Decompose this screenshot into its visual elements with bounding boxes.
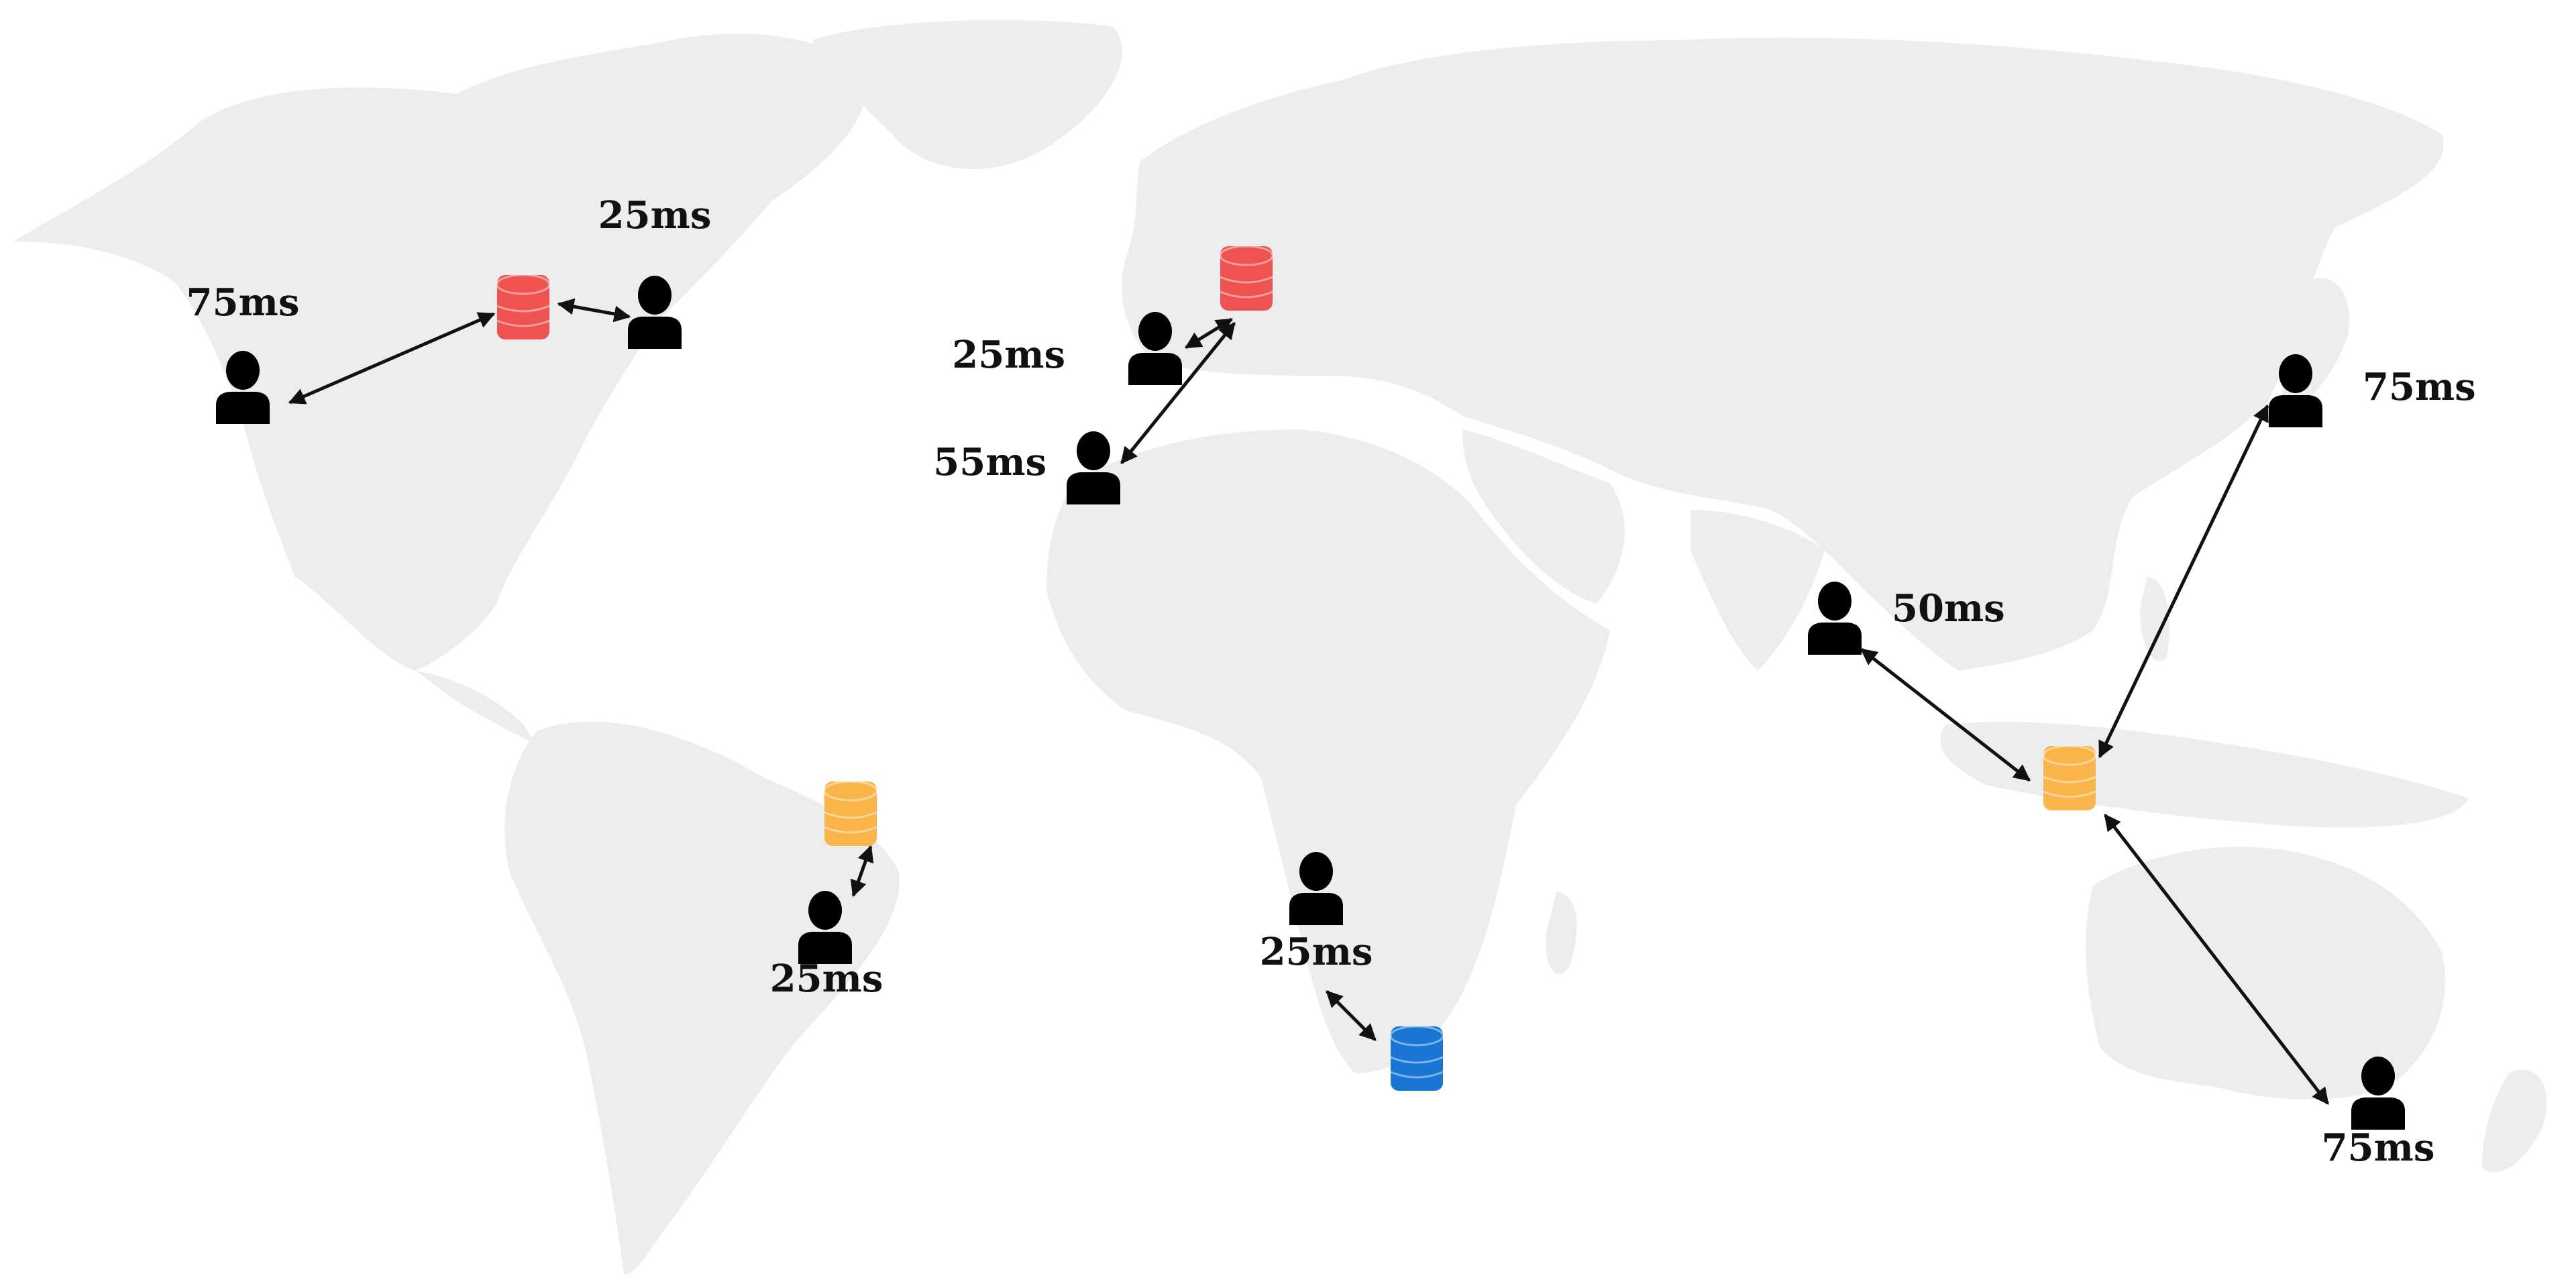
servers xyxy=(496,245,2097,1091)
central-america-landmass xyxy=(416,671,537,745)
latency-arrow-north-africa xyxy=(1120,322,1236,464)
madagascar-landmass xyxy=(1546,892,1577,974)
latency-label-japan: 75ms xyxy=(2363,365,2476,409)
latency-label-us-west: 75ms xyxy=(186,280,300,325)
user-icon-australia xyxy=(2351,1057,2405,1130)
north-america-landmass xyxy=(13,34,866,672)
latency-label-australia: 75ms xyxy=(2322,1126,2435,1170)
arabia-landmass xyxy=(1462,429,1625,604)
latency-arrow-brazil xyxy=(850,845,874,898)
india-landmass xyxy=(1690,510,1825,671)
africa-landmass xyxy=(1046,429,1610,1073)
user-icon-southern-africa xyxy=(1289,852,1343,925)
database-icon-south-america xyxy=(823,780,878,846)
users: 75ms 25ms 25ms 55ms 25ms 25ms 50ms 75ms 75ms xyxy=(186,193,2476,1170)
user-icon-japan xyxy=(2269,354,2322,427)
australia-landmass xyxy=(2086,847,2446,1099)
user-icon-europe-central xyxy=(1128,312,1182,385)
new-zealand-landmass xyxy=(2482,1069,2547,1173)
latency-label-us-east: 25ms xyxy=(598,193,712,237)
user-icon-india xyxy=(1808,582,1862,655)
latency-label-brazil: 25ms xyxy=(770,957,883,1001)
user-icon-us-east xyxy=(628,276,682,349)
latency-arrow-india xyxy=(1860,648,2031,782)
latency-label-southern-africa: 25ms xyxy=(1260,930,1373,974)
latency-label-india: 50ms xyxy=(1892,586,2005,631)
database-icon-southeast-asia xyxy=(2042,745,2097,810)
latency-arrow-australia xyxy=(2104,814,2329,1105)
latency-arrow-japan xyxy=(2098,404,2269,759)
south-america-landmass xyxy=(504,721,900,1275)
user-icon-us-west xyxy=(216,351,270,424)
latency-label-europe-central: 25ms xyxy=(952,333,1065,377)
connection-arrows xyxy=(288,298,2329,1105)
database-icon-north-america xyxy=(496,274,551,339)
latency-arrow-southern-africa xyxy=(1326,990,1377,1041)
latency-arrow-us-west xyxy=(288,312,496,405)
database-icon-south-africa xyxy=(1389,1025,1444,1091)
database-icon-europe xyxy=(1219,245,1274,311)
latency-label-north-africa: 55ms xyxy=(933,440,1046,484)
greenland-landmass xyxy=(812,19,1122,170)
user-icon-north-africa xyxy=(1067,431,1120,504)
user-icon-brazil xyxy=(798,891,852,964)
latency-arrow-us-east xyxy=(557,298,631,323)
world-map xyxy=(13,19,2547,1275)
